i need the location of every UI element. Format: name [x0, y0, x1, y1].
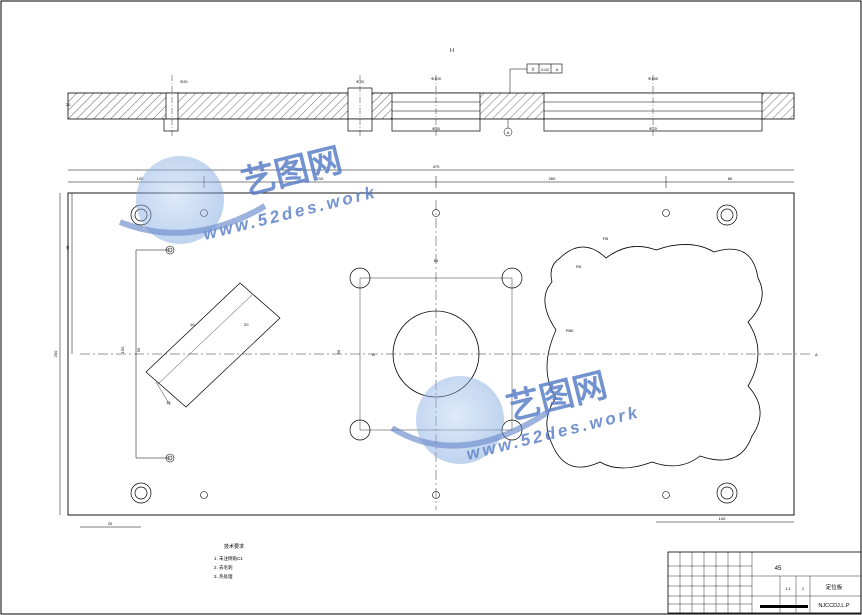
- center-mark: A: [372, 352, 375, 357]
- dim-seg-b: 210: [317, 176, 324, 181]
- section-bolt-hole: [347, 87, 373, 120]
- globe-icon: [136, 156, 224, 244]
- dim-angled-b: 20: [244, 322, 249, 327]
- dim-vert-b: 55: [136, 347, 141, 352]
- section-pin-hole-lower: [163, 118, 179, 132]
- dim-left-bottom: 20: [108, 521, 113, 526]
- section-dim-a: Φ30: [356, 79, 364, 84]
- dim-height: 250: [53, 350, 58, 357]
- section-view: I-I 20 Φ20 Φ30 Φ100 Φ160 Φ50 Φ20: [66, 48, 795, 138]
- dim-rad-a: R5: [603, 236, 609, 241]
- notes-line-3: 3. 热处理: [214, 573, 233, 580]
- section-dim-c: Φ160: [648, 76, 659, 81]
- section-mark-right: A: [815, 352, 818, 357]
- dim-seg-d: 80: [728, 176, 733, 181]
- corner-hole-bl: [130, 482, 152, 504]
- svg-text://: //: [532, 67, 535, 72]
- dim-vert-a: 150: [120, 346, 125, 353]
- section-dim-d: Φ50: [432, 126, 440, 131]
- tolerance-frame: // 0.02 A: [509, 63, 563, 93]
- section-thickness: 20: [66, 102, 71, 107]
- scalloped-pocket: R5 R5 R50: [544, 236, 763, 469]
- corner-hole-tr: [716, 204, 738, 226]
- section-label: I-I: [450, 48, 454, 54]
- dim-left-edge: 45: [65, 245, 70, 250]
- sheet-number: 1: [802, 586, 805, 591]
- dim-seg-a: 120: [137, 176, 144, 181]
- dim-pad-w: 60: [434, 258, 439, 263]
- dim-angled-c: 13: [166, 400, 171, 405]
- svg-text:A: A: [556, 67, 559, 72]
- overall-width: 470: [433, 164, 440, 169]
- watermark-top: 艺图网 www.52des.work: [118, 141, 379, 244]
- dim-rad-b: R5: [576, 264, 582, 269]
- notes-line-2: 2. 去毛刺: [214, 564, 233, 571]
- watermark-bottom: 艺图网 www.52des.work: [390, 366, 642, 464]
- datum-marker: A: [503, 119, 513, 137]
- part-name: 定位板: [826, 583, 843, 591]
- svg-text:A: A: [507, 130, 510, 135]
- dim-angled-a: 10: [190, 322, 195, 327]
- section-dim-b: Φ100: [431, 76, 442, 81]
- plate-outline: [67, 192, 795, 516]
- dim-right-bottom: 100: [719, 516, 726, 521]
- title-block: 45 定位板 NJCCDJ.L.P 1:1 1: [667, 551, 862, 614]
- section-dim-e: Φ20: [649, 126, 657, 131]
- dim-rad-c: R50: [566, 328, 574, 333]
- drawing-number: NJCCDJ.L.P: [818, 603, 850, 609]
- section-dim-hole: Φ20: [180, 79, 188, 84]
- angled-slot: 10 20 13: [145, 282, 281, 408]
- dim-pad-h: 60: [336, 349, 341, 354]
- dim-seg-c: 260: [549, 176, 556, 181]
- material: 45: [775, 566, 782, 572]
- scale: 1:1: [785, 586, 791, 591]
- corner-hole-br: [716, 482, 738, 504]
- technical-notes: 技术要求 1. 未注倒角C1 2. 去毛刺 3. 热处理: [214, 543, 244, 580]
- notes-title: 技术要求: [224, 543, 244, 550]
- svg-text:0.02: 0.02: [541, 67, 550, 72]
- notes-line-1: 1. 未注倒角C1: [214, 555, 243, 562]
